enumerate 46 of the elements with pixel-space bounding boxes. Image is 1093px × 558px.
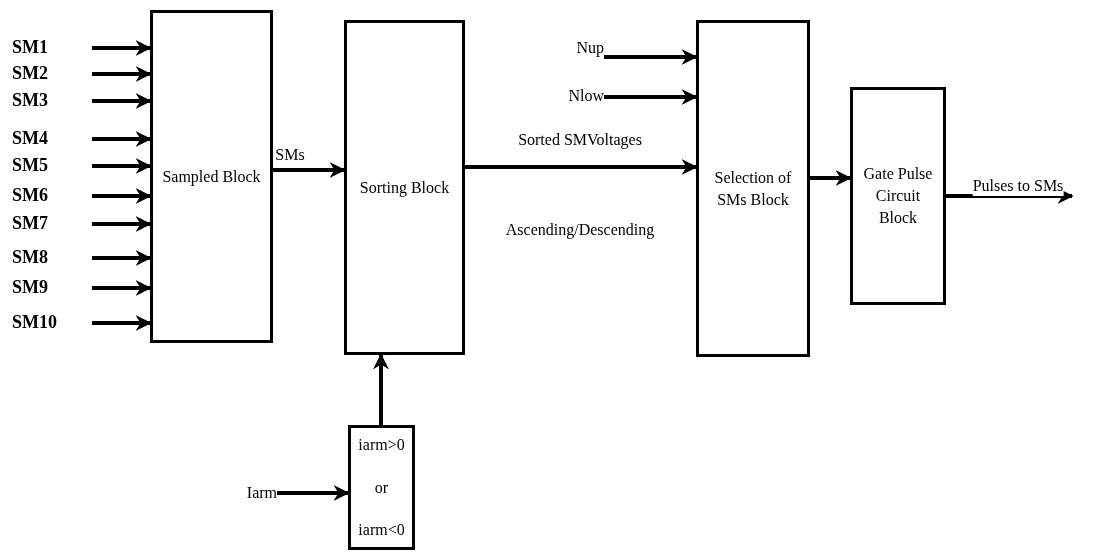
arrow [92, 315, 152, 331]
signal-label: SM7 [12, 213, 92, 233]
note-label: Ascending/Descending [505, 220, 655, 240]
signal-label: Nup [560, 38, 604, 58]
signal-label: SM1 [12, 37, 92, 57]
signal-label: SM3 [12, 90, 92, 110]
block-text: Sampled Block [162, 166, 261, 188]
arrow [92, 188, 152, 204]
block-text: Sorting Block [359, 177, 450, 199]
block-box [344, 20, 465, 355]
block-box [850, 87, 946, 305]
signal-label: Iarm [215, 483, 277, 503]
arrow [92, 40, 152, 56]
signal-label: SM6 [12, 185, 92, 205]
arrow [810, 170, 852, 186]
arrow [373, 353, 389, 425]
block-text: or [374, 477, 389, 498]
arrow [92, 131, 152, 147]
arrow [465, 159, 698, 175]
block-text: Selection of SMs Block [713, 167, 793, 210]
edge-label: Sorted SMVoltages [518, 130, 642, 150]
arrow [92, 250, 152, 266]
signal-label: Nlow [550, 86, 604, 106]
signal-label: SM10 [12, 312, 92, 332]
edge-label: Pulses to SMs [972, 176, 1064, 196]
arrow [92, 216, 152, 232]
arrow [946, 188, 1074, 204]
arrow [604, 49, 698, 65]
signal-label: SM2 [12, 63, 92, 83]
arrow [92, 66, 152, 82]
block-box [348, 425, 415, 550]
block-text: iarm>0 [358, 435, 405, 455]
signal-label: SM9 [12, 277, 92, 297]
block-text: iarm<0 [358, 520, 405, 540]
arrow [92, 93, 152, 109]
arrow [277, 485, 350, 501]
arrow [92, 158, 152, 174]
arrow [92, 280, 152, 296]
block-box [150, 10, 273, 343]
signal-label: SM5 [12, 155, 92, 175]
block-text: Gate Pulse Circuit Block [862, 164, 934, 228]
signal-label: SM8 [12, 247, 92, 267]
signal-label: SM4 [12, 128, 92, 148]
arrow [604, 89, 698, 105]
arrow [273, 162, 346, 178]
block-box [696, 20, 810, 357]
